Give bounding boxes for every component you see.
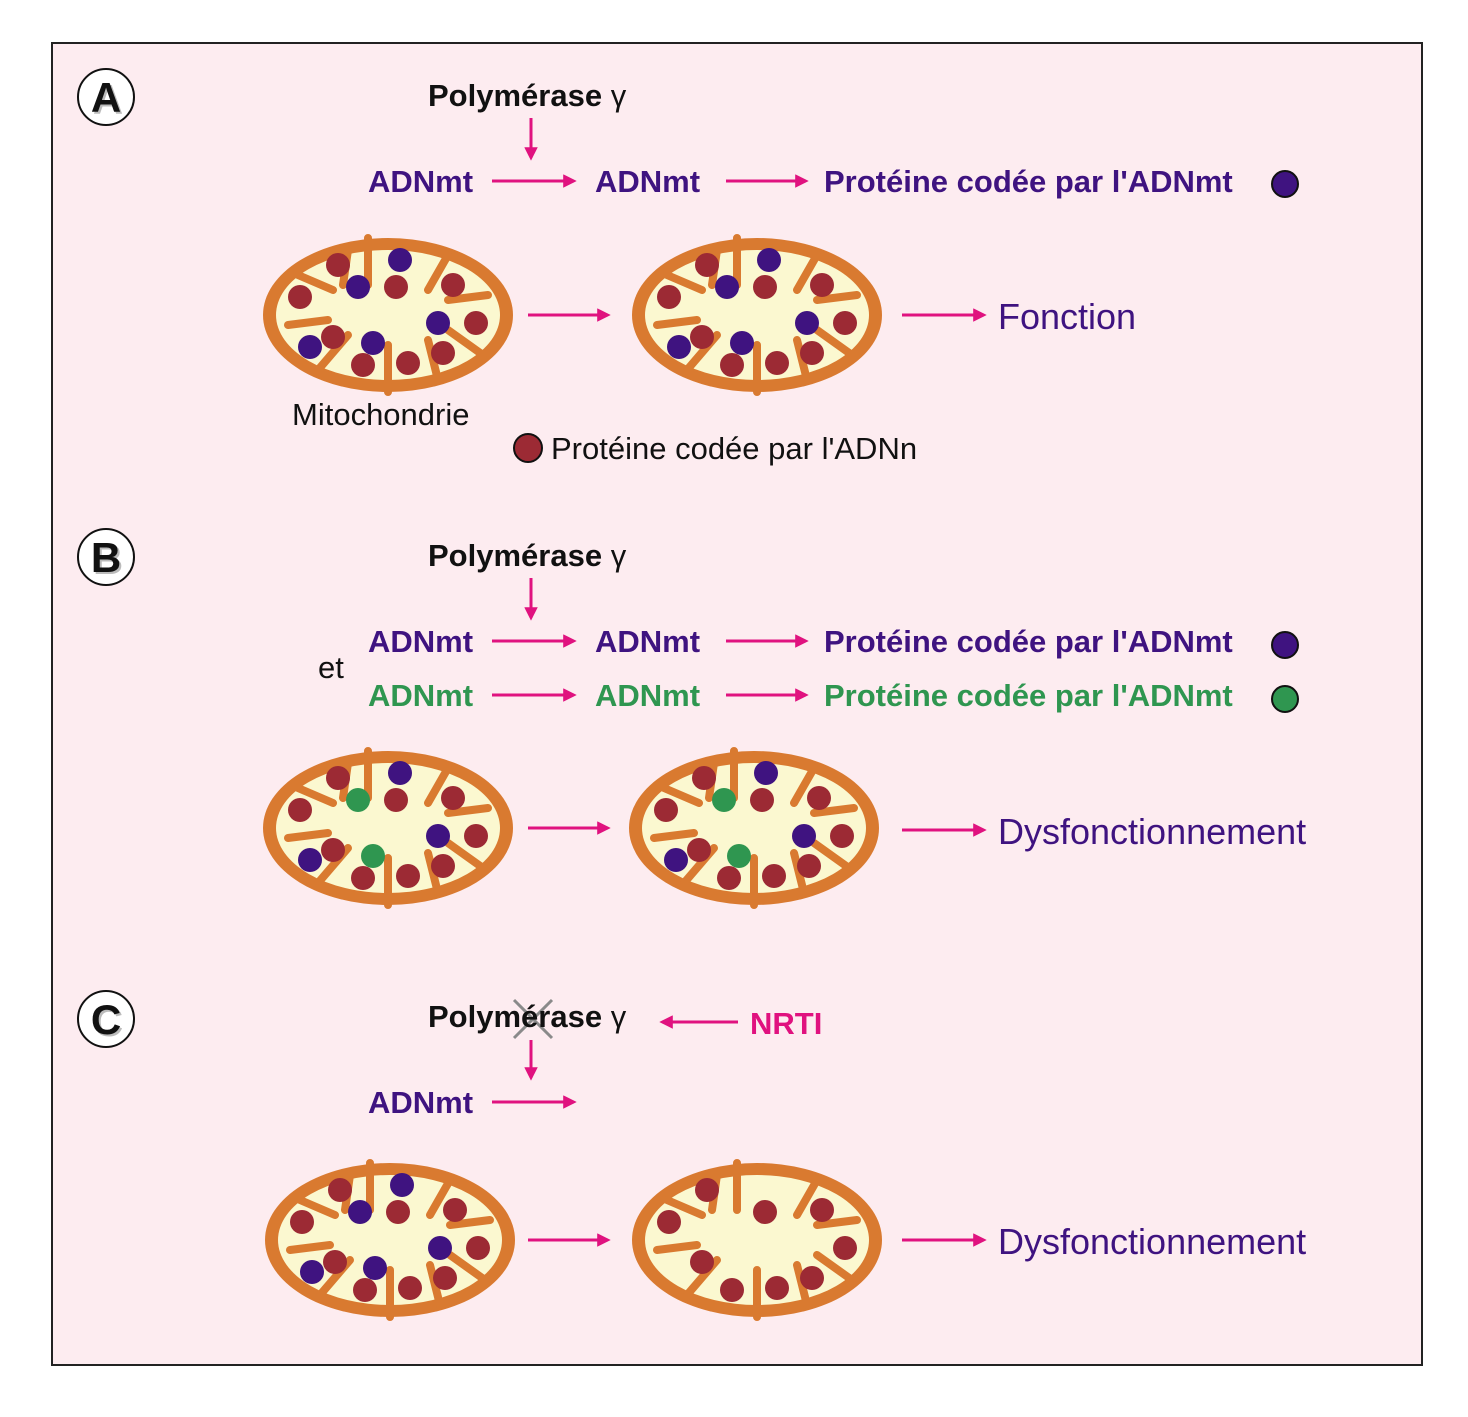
mitochondrion-label: Mitochondrie — [292, 397, 470, 432]
mtdna-label-b1: ADNmt — [368, 624, 474, 659]
and-label: et — [318, 650, 344, 685]
mt-protein-dot-b — [1271, 631, 1299, 659]
panel-c-label: C — [77, 990, 135, 1048]
mitochondrion-a1 — [263, 238, 513, 392]
nuclear-protein-legend: Protéine codée par l'ADNn — [551, 431, 918, 466]
polymerase-label-b: Polymérase γ — [428, 538, 627, 573]
mt-protein-label: Protéine codée par l'ADNmt — [824, 164, 1233, 199]
outcome-label-c: Dysfonctionnement — [998, 1221, 1307, 1262]
mutant-protein-dot — [1271, 685, 1299, 713]
mt-protein-label-b1: Protéine codée par l'ADNmt — [824, 624, 1233, 659]
nuclear-protein-dot — [513, 433, 543, 463]
panel-a-label: A — [77, 68, 135, 126]
mutant-mtdna-label: ADNmt — [368, 678, 474, 713]
panel-b-label: B — [77, 528, 135, 586]
mitochondrion-a2 — [632, 238, 882, 392]
mtdna-copy-label-b1: ADNmt — [595, 624, 701, 659]
mtdna-label: ADNmt — [368, 164, 474, 199]
polymerase-label-c: Polymérase γ — [428, 999, 627, 1034]
mitochondrion-b1 — [263, 751, 513, 905]
mtdna-label-c: ADNmt — [368, 1085, 474, 1120]
mtdna-copy-label: ADNmt — [595, 164, 701, 199]
outcome-label-a: Fonction — [998, 296, 1137, 337]
mitochondrion-c2 — [632, 1163, 882, 1317]
mitochondrion-b2 — [629, 751, 879, 905]
mutant-protein-label: Protéine codée par l'ADNmt — [824, 678, 1233, 713]
mutant-mtdna-copy-label: ADNmt — [595, 678, 701, 713]
outcome-label-b: Dysfonctionnement — [998, 811, 1307, 852]
polymerase-label-a: Polymérase γ — [428, 78, 627, 113]
mt-protein-dot — [1271, 170, 1299, 198]
nrti-label: NRTI — [750, 1006, 823, 1041]
inhibition-cross-icon — [512, 998, 554, 1040]
mitochondrion-c1 — [265, 1163, 515, 1317]
